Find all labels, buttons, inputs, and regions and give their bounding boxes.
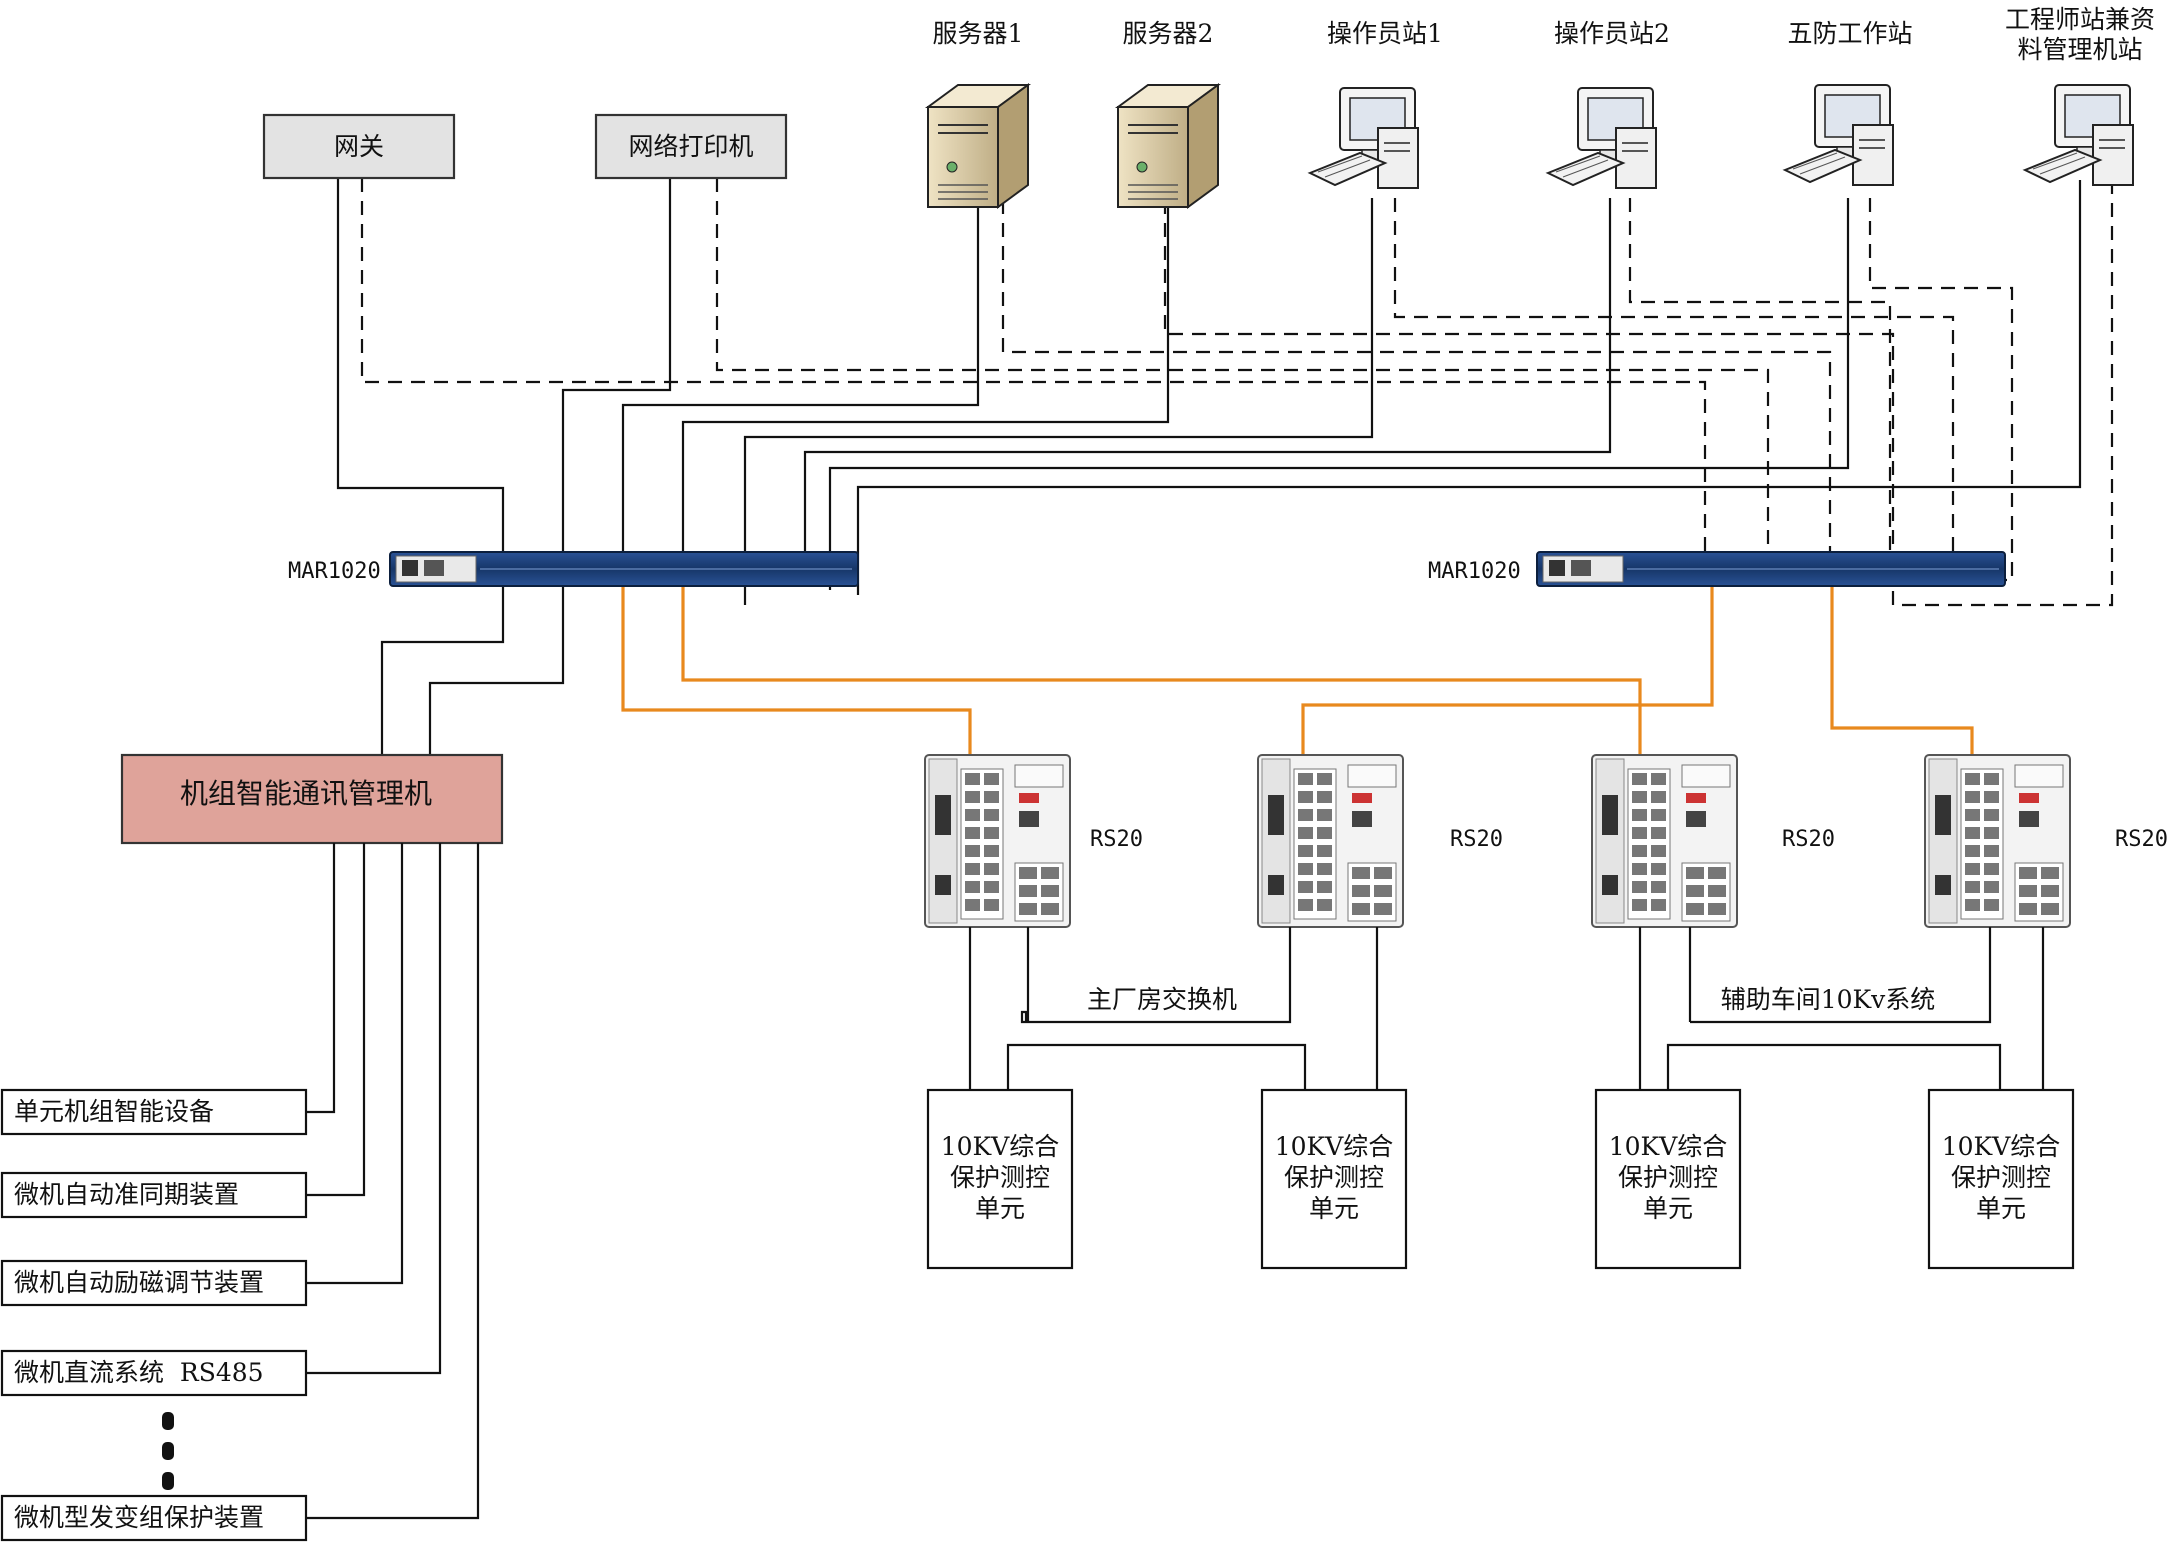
protection-unit-4: 10KV综合 保护测控 单元 xyxy=(1927,1088,2075,1270)
gateway-label: 网关 xyxy=(334,132,384,161)
printer-label: 网络打印机 xyxy=(628,132,753,161)
printer-box xyxy=(594,113,788,180)
left-device-box-2 xyxy=(0,1259,308,1307)
unit4-link-b xyxy=(1690,927,1992,1024)
wufang-pc-icon xyxy=(1784,84,1894,186)
server2-label: 服务器2 xyxy=(1123,19,1214,48)
operator2-label: 操作员站2 xyxy=(1554,19,1670,48)
dashed-server2-link xyxy=(1163,200,1895,555)
rs20-label-2: RS20 xyxy=(1450,827,1503,852)
operator2-pc-icon xyxy=(1547,87,1657,189)
svg-text:10KV综合: 10KV综合 xyxy=(941,1132,1060,1161)
protection-unit-3: 10KV综合 保护测控 单元 xyxy=(1594,1088,1742,1270)
mar-right-switch xyxy=(1536,551,2006,587)
svg-text:10KV综合: 10KV综合 xyxy=(1275,1132,1394,1161)
engineer-label-line1: 工程师站兼资 xyxy=(2005,5,2155,34)
rs20-switch-1 xyxy=(924,754,1071,928)
manager-link-4 xyxy=(306,843,480,1520)
svg-text:10KV综合: 10KV综合 xyxy=(1942,1132,2061,1161)
svg-text:单元: 单元 xyxy=(1309,1194,1359,1223)
left-device-box-1 xyxy=(0,1171,308,1219)
ellipsis-dots xyxy=(162,1412,174,1490)
dashed-operator1-link xyxy=(1393,198,1955,555)
solid-wufang-link xyxy=(828,198,1850,590)
mar-right-label: MAR1020 xyxy=(1428,559,1521,584)
dashed-operator2-link xyxy=(1628,198,1892,555)
svg-text:保护测控: 保护测控 xyxy=(1951,1163,2051,1192)
server1-label: 服务器1 xyxy=(933,19,1024,48)
fiber-mar-left-to-rs20-3 xyxy=(681,582,1642,780)
left-device-label-2: 微机自动励磁调节装置 xyxy=(14,1268,264,1297)
operator1-label: 操作员站1 xyxy=(1327,19,1443,48)
dashed-engineer-link xyxy=(1891,180,2114,607)
solid-operator2-link xyxy=(803,198,1612,582)
solid-server2-link xyxy=(681,200,1170,555)
svg-text:保护测控: 保护测控 xyxy=(1284,1163,1384,1192)
svg-text:单元: 单元 xyxy=(1976,1194,2026,1223)
server1-icon xyxy=(927,84,1029,208)
dashed-printer-link xyxy=(715,178,1770,555)
rs20-switch-2 xyxy=(1257,754,1404,928)
aux-workshop-label: 辅助车间10Kv系统 xyxy=(1721,985,1936,1014)
gateway-box xyxy=(262,113,456,180)
left-device-label-0: 单元机组智能设备 xyxy=(14,1097,214,1126)
left-device-box-3 xyxy=(0,1349,308,1397)
svg-text:保护测控: 保护测控 xyxy=(950,1163,1050,1192)
manager-link-1 xyxy=(306,843,366,1197)
left-device-label-1: 微机自动准同期装置 xyxy=(14,1180,239,1209)
left-device-label-4: 微机型发变组保护装置 xyxy=(14,1503,264,1532)
unit3-link-b xyxy=(1666,1043,2002,1090)
main-plant-label: 主厂房交换机 xyxy=(1087,985,1237,1014)
fiber-mar-left-to-rs20-1 xyxy=(621,582,972,780)
manager-label: 机组智能通讯管理机 xyxy=(180,777,432,810)
fiber-mar-right-to-rs20-4 xyxy=(1830,582,1974,780)
operator1-pc-icon xyxy=(1309,87,1419,189)
dashed-wufang-link xyxy=(1868,198,2014,582)
unit1-link-b xyxy=(1006,1043,1307,1090)
rs20-switch-3 xyxy=(1591,754,1738,928)
manager-link-0 xyxy=(306,843,336,1114)
mar-left-label: MAR1020 xyxy=(288,559,381,584)
svg-text:单元: 单元 xyxy=(1643,1194,1693,1223)
svg-text:单元: 单元 xyxy=(975,1194,1025,1223)
rs20-label-1: RS20 xyxy=(1090,827,1143,852)
svg-text:10KV综合: 10KV综合 xyxy=(1609,1132,1728,1161)
manager-link-3 xyxy=(306,843,442,1375)
mar-left-switch xyxy=(389,551,859,587)
solid-gateway-link xyxy=(336,178,505,755)
manager-box xyxy=(120,753,504,845)
rs20-label-3: RS20 xyxy=(1782,827,1835,852)
solid-printer-link xyxy=(428,178,672,755)
rs20-label-4: RS20 xyxy=(2115,827,2168,852)
solid-server1-link xyxy=(621,200,980,555)
left-device-label-3: 微机直流系统 RS485 xyxy=(14,1358,264,1387)
dashed-server1-link xyxy=(1001,200,1832,555)
rs20-switch-4 xyxy=(1924,754,2071,928)
left-device-box-0 xyxy=(0,1088,308,1136)
protection-unit-1: 10KV综合 保护测控 单元 xyxy=(926,1088,1074,1270)
wufang-label: 五防工作站 xyxy=(1787,19,1912,48)
manager-link-2 xyxy=(306,843,404,1285)
protection-unit-2: 10KV综合 保护测控 单元 xyxy=(1260,1088,1408,1270)
solid-operator1-link xyxy=(743,198,1374,605)
unit2-link-b xyxy=(1020,927,1292,1024)
left-device-box-4 xyxy=(0,1494,308,1542)
solid-engineer-link xyxy=(856,180,2082,595)
svg-text:保护测控: 保护测控 xyxy=(1618,1163,1718,1192)
engineer-label-line2: 料管理机站 xyxy=(2017,35,2142,64)
engineer-pc-icon xyxy=(2024,84,2134,186)
server2-icon xyxy=(1117,84,1219,208)
fiber-mar-right-to-rs20-2 xyxy=(1301,582,1714,780)
